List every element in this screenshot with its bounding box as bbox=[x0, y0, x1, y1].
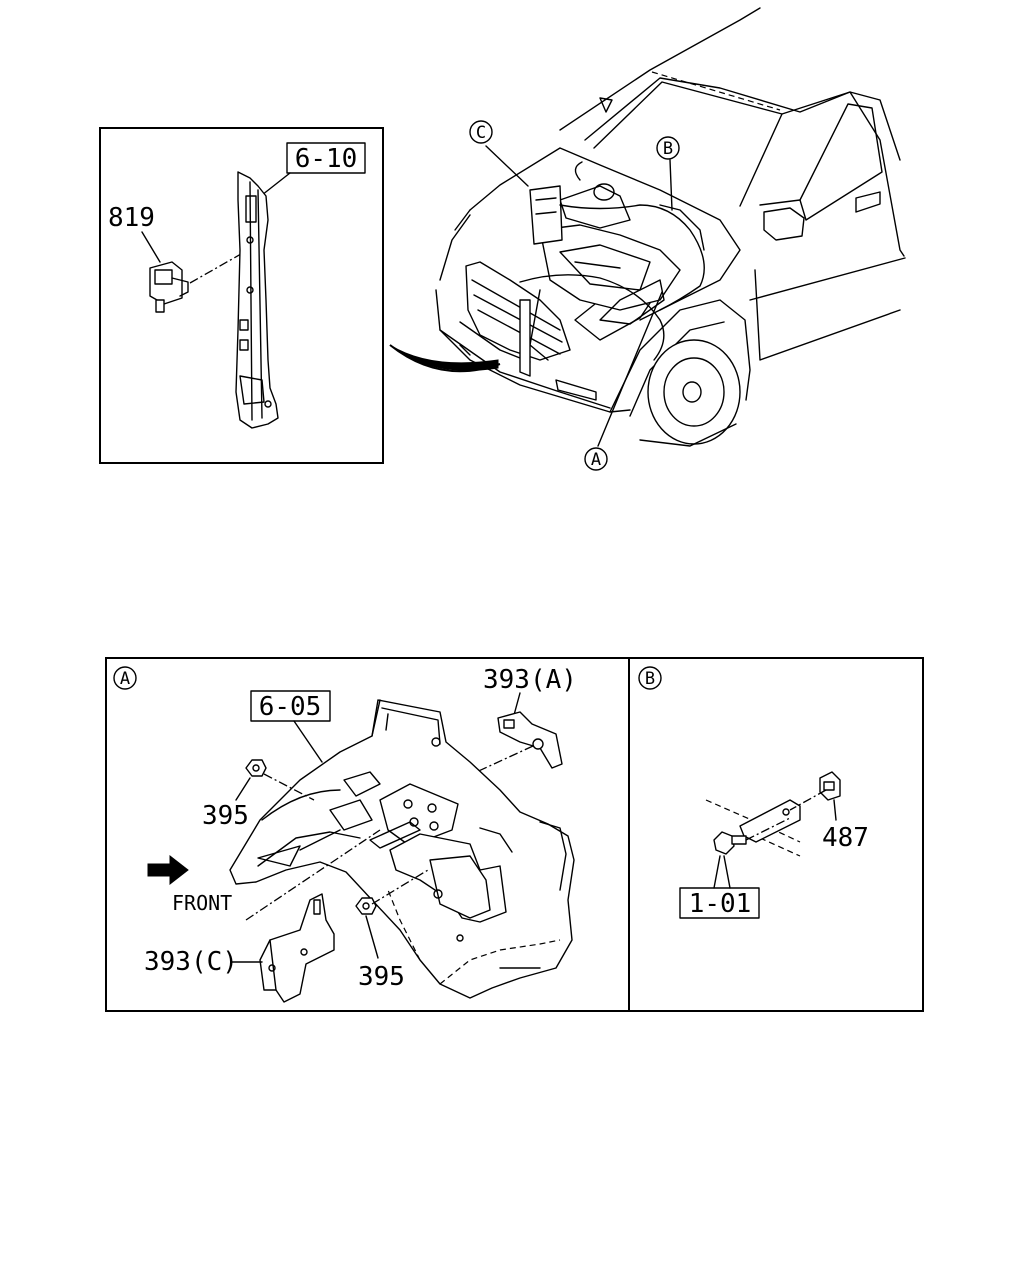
panel-a-tag-label: A bbox=[120, 669, 130, 689]
panel-b-tag-label: B bbox=[645, 669, 655, 689]
callout-b-label: B bbox=[663, 139, 673, 159]
ref-box-6-05[interactable]: 6-05 bbox=[250, 690, 331, 722]
callout-a[interactable]: A bbox=[584, 447, 608, 471]
vehicle-view: C B A bbox=[435, 7, 906, 471]
bolt-1-01[interactable] bbox=[713, 831, 747, 855]
part-819-label[interactable]: 819 bbox=[108, 203, 155, 233]
panel-b-tag: B bbox=[638, 666, 662, 690]
inner-fender bbox=[229, 699, 575, 999]
part-393a-label[interactable]: 393(A) bbox=[483, 665, 577, 695]
mounting-bracket bbox=[739, 799, 801, 843]
ref-box-6-10[interactable]: 6-10 bbox=[286, 142, 366, 174]
callout-c[interactable]: C bbox=[469, 120, 493, 144]
inset-panel-sensor: 6-10 819 bbox=[99, 127, 384, 464]
part-393c-label[interactable]: 393(C) bbox=[144, 947, 238, 977]
panel-a-tag: A bbox=[113, 666, 137, 690]
callout-a-label: A bbox=[591, 450, 601, 470]
sensor-819[interactable] bbox=[149, 261, 189, 313]
ref-6-05-label: 6-05 bbox=[259, 692, 322, 722]
detail-panels-frame bbox=[105, 657, 924, 1012]
nut-395-lower[interactable] bbox=[355, 897, 377, 915]
clip-nut-487[interactable] bbox=[819, 771, 841, 801]
detail-panel-b: B 487 1-01 bbox=[638, 666, 869, 919]
part-395-lower-label[interactable]: 395 bbox=[358, 962, 405, 992]
nut-395-upper[interactable] bbox=[245, 759, 267, 777]
ref-box-1-01[interactable]: 1-01 bbox=[679, 887, 760, 919]
front-arrow-icon bbox=[147, 854, 189, 886]
ref-1-01-label: 1-01 bbox=[689, 889, 752, 919]
bracket-393a[interactable] bbox=[497, 711, 563, 769]
bracket-393c[interactable] bbox=[259, 893, 335, 1003]
support-bracket bbox=[235, 171, 279, 429]
callout-b[interactable]: B bbox=[656, 136, 680, 160]
detail-panel-a: A 6-05 393(A) bbox=[113, 665, 577, 1003]
front-label: FRONT bbox=[172, 891, 232, 915]
part-395-upper-label[interactable]: 395 bbox=[202, 801, 249, 831]
callout-c-label: C bbox=[476, 123, 486, 143]
part-487-label[interactable]: 487 bbox=[822, 823, 869, 853]
ref-6-10-label: 6-10 bbox=[295, 144, 358, 174]
